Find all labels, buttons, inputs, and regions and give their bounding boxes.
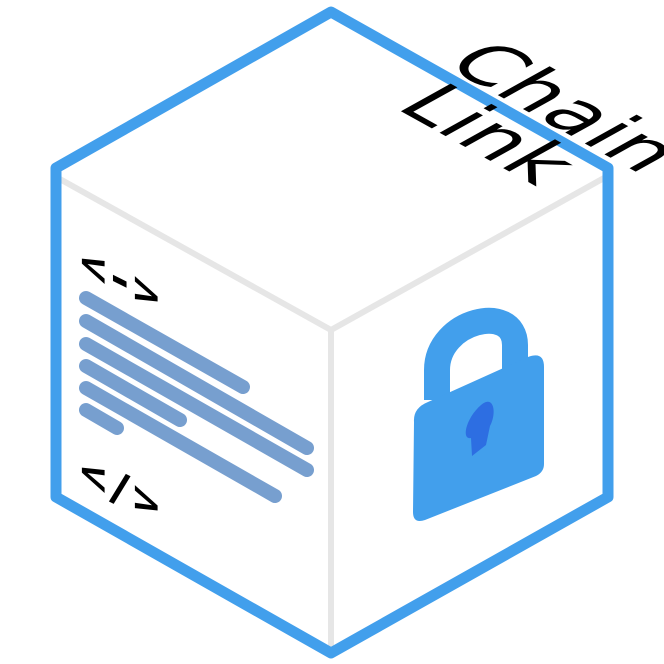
padlock-icon (413, 307, 544, 521)
code-bar-3 (79, 337, 314, 477)
code-bar-2 (79, 314, 314, 455)
code-bar-5 (79, 381, 282, 503)
cube-inner-edges (55, 175, 607, 651)
code-bar-1 (79, 291, 250, 394)
code-bar-4 (79, 359, 187, 427)
code-bar-6 (79, 403, 124, 435)
padlock-keyhole (465, 401, 494, 456)
right-top-edge (328, 175, 607, 333)
left-top-edge (55, 175, 334, 333)
padlock-shackle (424, 307, 528, 400)
cube-outline (50, 6, 614, 659)
